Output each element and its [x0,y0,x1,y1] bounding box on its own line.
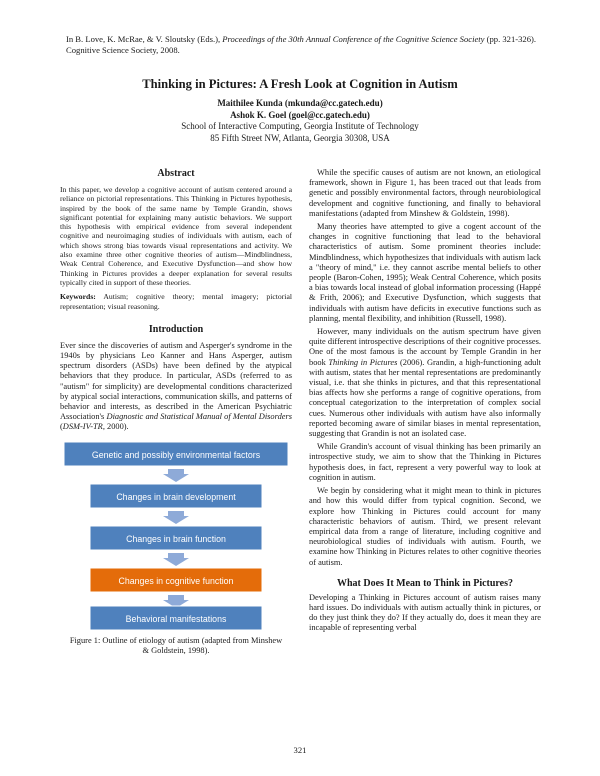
intro-manual-code: DSM-IV-TR [62,422,103,432]
flow-box-2-label: Changes in brain development [116,492,236,502]
paragraph-etiology: While the specific causes of autism are … [309,168,541,218]
affiliation: School of Interactive Computing, Georgia… [181,121,419,131]
grandin-text-b: (2006). Grandin, a high-functioning adul… [309,357,541,439]
flow-box-4-rect [89,567,263,593]
flow-box-1-rect [63,441,289,467]
flow-box-3: Changes in brain function [89,525,263,551]
page-number: 321 [293,745,307,755]
paragraph-outline: We begin by considering what it might me… [309,486,541,567]
paragraph-aim: While Grandin's account of visual thinki… [309,442,541,482]
citation-editors: In B. Love, K. McRae, & V. Sloutsky (Eds… [66,34,223,44]
author-1: Maithilee Kunda (mkunda@cc.gatech.edu) [217,98,383,108]
citation-pages: (pp. 321-326). Cognitive Science Society… [66,34,537,55]
flow-arrow-3 [163,552,189,566]
right-column: While the specific causes of autism are … [309,168,541,634]
author-block: Maithilee Kunda (mkunda@cc.gatech.edu) A… [0,98,600,144]
citation-header: In B. Love, K. McRae, & V. Sloutsky (Eds… [66,34,546,56]
flow-arrow-1 [163,468,189,482]
left-column: Abstract In this paper, we develop a cog… [60,168,292,656]
abstract-text: In this paper, we develop a cognitive ac… [60,185,292,287]
keywords-text: Autism; cognitive theory; mental imagery… [60,292,292,311]
flow-box-4-label: Changes in cognitive function [119,576,234,586]
intro-text-a: Ever since the discoveries of autism and… [60,340,292,422]
figure-caption: Figure 1: Outline of etiology of autism … [69,635,283,655]
paragraph-theories: Many theories have attempted to give a c… [309,222,541,323]
flow-box-5: Behavioral manifestations [89,605,263,630]
flow-arrow-4 [163,594,189,608]
intro-text-b: , 2000). [102,422,129,432]
author-2: Ashok K. Goel (goel@cc.gatech.edu) [230,109,370,120]
introduction-text: Ever since the discoveries of autism and… [60,341,292,433]
address: 85 Fifth Street NW, Atlanta, Georgia 303… [210,132,390,143]
paper-title: Thinking in Pictures: A Fresh Look at Co… [142,77,458,91]
flow-box-2: Changes in brain development [89,483,263,509]
flow-box-4: Changes in cognitive function [89,567,263,593]
citation-proceedings: Proceedings of the 30th Annual Conferenc… [222,34,485,44]
paragraph-hard-issues: Developing a Thinking in Pictures accoun… [309,592,541,633]
flow-box-3-rect [89,525,263,551]
flow-box-2-rect [89,483,263,509]
flow-box-5-label: Behavioral manifestations [126,614,227,624]
grandin-book-title: Thinking in Pictures [328,357,398,367]
grandin-text-a: However, many individuals on the autism … [309,327,541,367]
introduction-heading: Introduction [148,323,204,335]
figure-1: Genetic and possibly environmental facto… [60,441,292,656]
abstract-heading: Abstract [157,168,195,179]
flow-box-3-label: Changes in brain function [126,534,226,544]
paragraph-grandin: However, many individuals on the autism … [309,327,541,439]
intro-manual-title: Diagnostic and Statistical Manual of Men… [106,412,292,422]
keywords-label: Keywords: [60,292,96,302]
intro-manual-paren: ( [60,422,63,432]
keywords: Keywords: Autism; cognitive theory; ment… [60,292,292,311]
etiology-flowchart: Genetic and possibly environmental facto… [60,441,292,630]
flow-box-1: Genetic and possibly environmental facto… [63,441,289,467]
flow-box-1-label: Genetic and possibly environmental facto… [92,450,261,460]
section-heading-think-in-pictures: What Does It Mean to Think in Pictures? [336,577,514,589]
flow-arrow-2 [163,510,189,524]
flowchart-svg: Genetic and possibly environmental facto… [63,441,289,630]
flow-box-5-rect [89,605,263,630]
